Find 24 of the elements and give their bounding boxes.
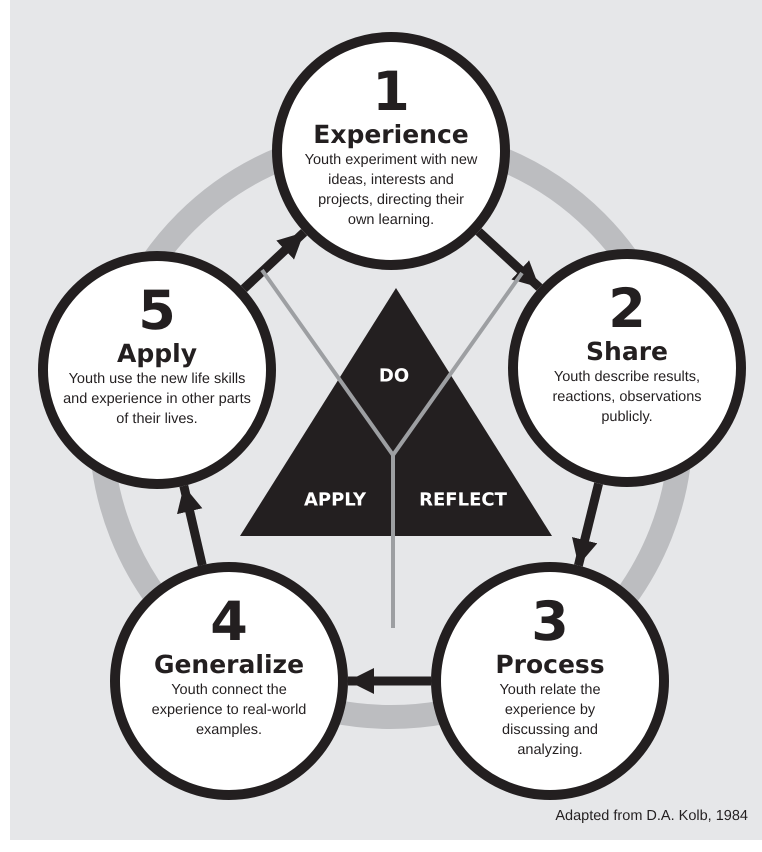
step-title: Process [495, 650, 605, 680]
reflect-label: REFLECT [419, 490, 507, 510]
arrow [476, 228, 542, 291]
do-label: DO [378, 366, 410, 386]
step-description: Youth use the new life skills and experience in other parts of their lives. [62, 370, 252, 429]
step-title: Experience [313, 120, 469, 150]
step-description: Youth describe results, reactions, observations publicly. [551, 368, 703, 427]
caption: Adapted from D.A. Kolb, 1984 [555, 808, 748, 824]
step-title: Apply [116, 339, 197, 369]
step-title: Share [586, 337, 668, 367]
step-description: Youth experiment with new ideas, interests and projects, directing their own learning. [304, 151, 478, 230]
step-number: 5 [138, 283, 176, 339]
apply-label: APPLY [304, 490, 366, 510]
step-description: Youth relate the experience by discussing and analyzing. [498, 681, 602, 760]
step-description: Youth connect the experience to real-world examples. [150, 681, 308, 740]
step-number: 1 [372, 64, 410, 120]
step-title: Generalize [154, 650, 304, 680]
step-number: 4 [210, 594, 248, 650]
step-number: 3 [531, 594, 569, 650]
arrow [177, 484, 207, 566]
step-number: 2 [608, 281, 646, 337]
arrow [240, 229, 308, 292]
arrow [348, 668, 431, 694]
arrow [572, 482, 603, 566]
